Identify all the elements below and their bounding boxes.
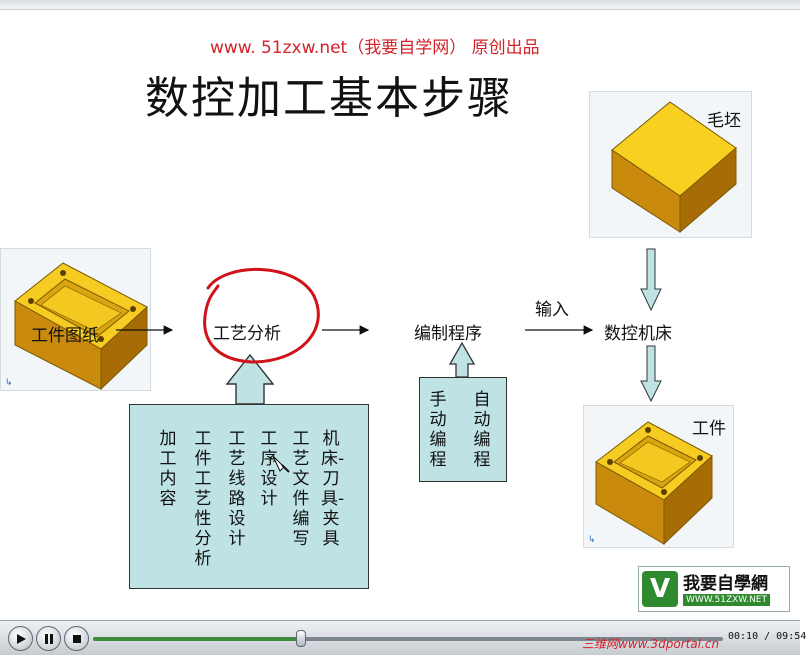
blank-label: 毛坯 — [707, 111, 741, 131]
workpiece-image: 工件 ↳ — [583, 405, 734, 548]
watermark-text: 三维网www.3dportal.cn — [582, 637, 720, 651]
play-icon — [16, 634, 26, 644]
workpiece-label: 工件 — [692, 419, 726, 439]
analysis-item: 工艺文件编写 — [292, 429, 310, 549]
v-logo-icon: V — [642, 571, 678, 607]
programming-method: 自动编程 — [473, 390, 491, 470]
workpiece-drawing-image: 工件图纸 ↳ — [0, 248, 151, 391]
highlight-circle — [203, 268, 320, 364]
analysis-item: 工艺线路设计 — [228, 429, 246, 549]
flow-diagram-lines — [116, 248, 662, 405]
blank-block-render — [611, 101, 737, 234]
programming-methods-box: 手动编程 自动编程 — [419, 377, 507, 482]
time-readout: 00:10 / 09:54 — [728, 631, 806, 642]
page-title: 数控加工基本步骤 — [145, 73, 513, 124]
down-arrow-machine-to-workpiece — [640, 345, 662, 403]
programming-callout-pointer — [448, 341, 476, 378]
analysis-callout-pointer — [225, 353, 275, 405]
programming-method: 手动编程 — [429, 390, 447, 470]
slide: www. 51zxw.net（我要自学网） 原创出品 数控加工基本步骤 工件图纸… — [0, 0, 800, 612]
pause-button[interactable] — [36, 626, 61, 651]
axis-icon: ↳ — [5, 378, 13, 388]
cnc-machine-node: 数控机床 — [604, 324, 672, 344]
down-arrow-blank-to-machine — [640, 248, 662, 312]
play-button[interactable] — [8, 626, 33, 651]
stop-icon — [72, 635, 81, 643]
seek-progress — [93, 637, 301, 641]
site-credit: www. 51zxw.net（我要自学网） 原创出品 — [210, 38, 540, 58]
seek-bar[interactable] — [93, 637, 723, 641]
stop-button[interactable] — [64, 626, 89, 651]
pencil-cursor-icon — [272, 455, 290, 473]
workpiece-drawing-label: 工件图纸 — [31, 326, 99, 346]
top-band — [0, 0, 800, 10]
pause-icon — [44, 634, 53, 644]
pocketed-part-render — [14, 262, 148, 391]
logo-url: WWW.51ZXW.NET — [683, 594, 770, 606]
process-analysis-box: 加工内容 工件工艺性分析 工艺线路设计 工序设计 工艺文件编写 机床-刀具-夹具 — [129, 404, 369, 589]
programming-node: 编制程序 — [414, 324, 482, 344]
logo-name: 我要自學網 — [683, 574, 768, 594]
blank-image: 毛坯 — [589, 91, 752, 238]
process-analysis-node: 工艺分析 — [213, 324, 281, 344]
analysis-item: 工件工艺性分析 — [194, 429, 212, 569]
seek-handle[interactable] — [295, 630, 306, 647]
player-controls: 三维网www.3dportal.cn 00:10 / 09:54 — [0, 620, 806, 655]
analysis-item: 机床-刀具-夹具 — [321, 429, 345, 549]
analysis-item: 加工内容 — [159, 429, 177, 509]
axis-icon: ↳ — [588, 535, 596, 545]
analysis-item: 工序设计 — [260, 429, 278, 509]
input-label: 输入 — [535, 300, 569, 320]
site-logo: V 我要自學網 WWW.51ZXW.NET — [638, 566, 790, 612]
finished-part-render — [595, 421, 713, 546]
